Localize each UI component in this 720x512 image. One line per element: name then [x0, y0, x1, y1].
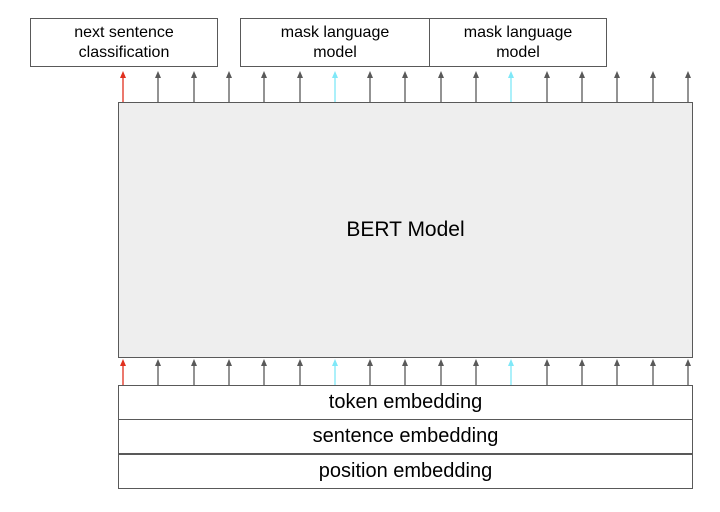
input-arrow-token-7: [367, 359, 373, 385]
output-arrow-token-5: [297, 71, 303, 102]
output-arrow-token-16: [685, 71, 691, 102]
input-arrow-token-5: [297, 359, 303, 385]
position-embedding-box: position embedding: [118, 454, 693, 489]
output-arrow-token-4: [261, 71, 267, 102]
output-arrow-token-15: [650, 71, 656, 102]
output-arrow-cls-0: [120, 71, 126, 102]
input-arrow-token-14: [614, 359, 620, 385]
sentence-embedding-box: sentence embedding: [118, 419, 693, 454]
token-embedding-label: token embedding: [328, 391, 483, 413]
input-arrow-token-2: [191, 359, 197, 385]
output-arrow-token-8: [402, 71, 408, 102]
bert-model-box: BERT Model: [118, 102, 693, 358]
input-arrows: [120, 359, 691, 385]
input-arrow-token-12: [544, 359, 550, 385]
input-arrow-token-8: [402, 359, 408, 385]
output-arrow-token-14: [614, 71, 620, 102]
input-arrow-token-15: [650, 359, 656, 385]
output-arrow-token-7: [367, 71, 373, 102]
mask-language-model-box-1: mask language model: [240, 18, 430, 67]
token-embedding-box: token embedding: [118, 385, 693, 420]
input-arrow-token-4: [261, 359, 267, 385]
output-arrow-token-10: [473, 71, 479, 102]
input-arrow-cls-0: [120, 359, 126, 385]
output-arrow-token-1: [155, 71, 161, 102]
input-arrow-mask-11: [508, 359, 514, 385]
output-arrow-mask-6: [332, 71, 338, 102]
bert-model-label: BERT Model: [346, 218, 465, 241]
input-arrow-token-10: [473, 359, 479, 385]
input-arrow-token-9: [438, 359, 444, 385]
output-arrow-token-3: [226, 71, 232, 102]
position-embedding-label: position embedding: [318, 460, 493, 482]
output-arrow-token-13: [579, 71, 585, 102]
output-arrow-mask-11: [508, 71, 514, 102]
output-arrow-token-12: [544, 71, 550, 102]
output-arrows: [120, 71, 691, 102]
next-sentence-classification-box: next sentence classification: [30, 18, 218, 67]
sentence-embedding-label: sentence embedding: [312, 425, 499, 447]
input-arrow-token-13: [579, 359, 585, 385]
input-arrow-mask-6: [332, 359, 338, 385]
output-arrow-token-9: [438, 71, 444, 102]
input-arrow-token-1: [155, 359, 161, 385]
mask-language-model-box-2: mask language model: [429, 18, 607, 67]
input-arrow-token-16: [685, 359, 691, 385]
output-arrow-token-2: [191, 71, 197, 102]
input-arrow-token-3: [226, 359, 232, 385]
